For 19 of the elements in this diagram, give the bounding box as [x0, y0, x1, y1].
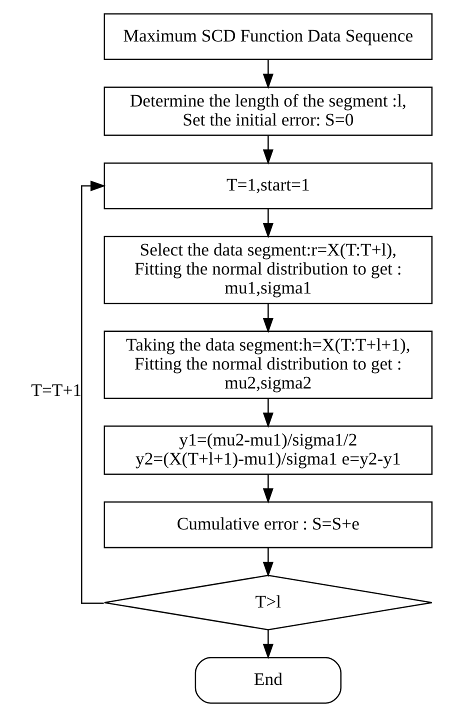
node-box: Determine the length of the segment :l, Set the initial error: S=0 [103, 86, 432, 136]
node-box: Cumulative error : S=S+e [103, 501, 432, 548]
arrow [262, 548, 273, 578]
node-box: End [194, 656, 342, 704]
arrow [262, 136, 273, 165]
node-box: Maximum SCD Function Data Sequence [103, 13, 432, 60]
node-box: T=1,start=1 [103, 162, 432, 210]
node-box: Select the data segment:r=X(T:T+l), Fitting the normal distribution to get : mu1,sigma1 [103, 236, 432, 304]
arrow [262, 398, 273, 428]
arrow [262, 59, 273, 89]
arrow [262, 630, 273, 660]
arrow [80, 180, 106, 604]
node-box: Taking the data segment:h=X(T:T+l+1), Fitting the normal distribution to get : mu2,sigma2 [103, 330, 432, 399]
arrow [262, 474, 273, 504]
arrow [262, 304, 273, 334]
node-box: y1=(mu2-mu1)/sigma1/2 y2=(X(T+l+1)-mu1)/sigma1 e=y2-y1 [103, 426, 432, 475]
edge-label: T=T+1 [30, 380, 82, 400]
arrow [262, 208, 273, 238]
node-diamond: T>l [103, 574, 432, 630]
